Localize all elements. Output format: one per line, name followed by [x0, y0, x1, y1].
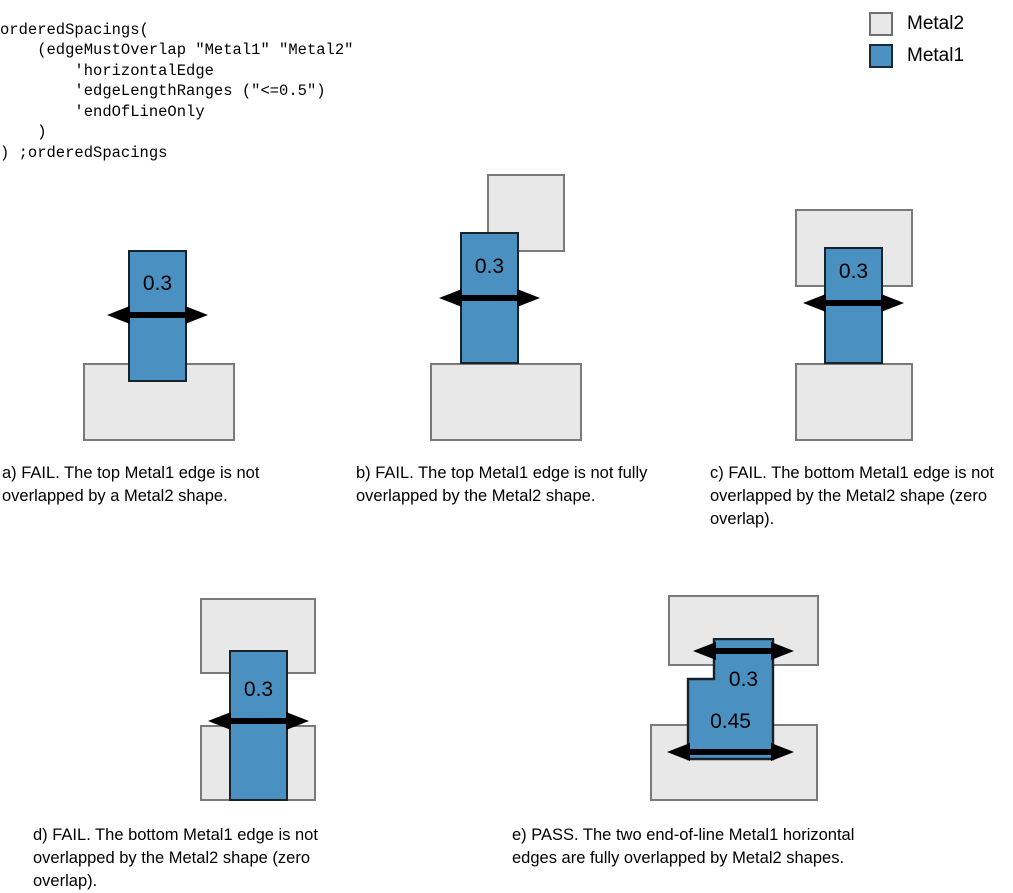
figure-d-dimension-label: 0.3: [243, 678, 274, 701]
figure-c-dimension-label: 0.3: [838, 260, 869, 283]
figure-c-metal2-bottom: [795, 363, 913, 441]
legend-swatch-metal2-icon: [869, 12, 893, 36]
figure-e-dimension-arrow-bottom-icon: [666, 741, 795, 763]
legend: Metal2 Metal1: [869, 8, 964, 72]
figure-e-dimension-label-top: 0.3: [728, 668, 759, 691]
figure-d-caption: d) FAIL. The bottom Metal1 edge is not o…: [33, 826, 318, 890]
legend-swatch-metal1-icon: [869, 44, 893, 68]
code-block: orderedSpacings( (edgeMustOverlap "Metal…: [0, 20, 354, 163]
legend-item-metal2: Metal2: [869, 8, 964, 40]
figure-d-dimension-arrow-icon: [207, 710, 310, 732]
figure-e-caption: e) PASS. The two end-of-line Metal1 hori…: [512, 826, 855, 867]
figure-a-dimension-label: 0.3: [142, 272, 173, 295]
figure-e-dimension-arrow-top-icon: [692, 640, 795, 662]
figure-b-dimension-arrow-icon: [438, 287, 541, 309]
figure-b-caption: b) FAIL. The top Metal1 edge is not full…: [356, 464, 648, 505]
legend-item-metal1: Metal1: [869, 40, 964, 72]
legend-label-metal2: Metal2: [907, 13, 965, 34]
figure-c-caption: c) FAIL. The bottom Metal1 edge is not o…: [710, 464, 995, 528]
figure-e-dimension-label-bottom: 0.45: [710, 710, 751, 733]
figure-a-caption: a) FAIL. The top Metal1 edge is not over…: [2, 464, 260, 505]
legend-label-metal1: Metal1: [907, 45, 965, 66]
figure-a-dimension-arrow-icon: [106, 304, 209, 326]
figure-b-metal2-bottom: [430, 363, 582, 441]
figure-c-dimension-arrow-icon: [802, 292, 905, 314]
figure-b-dimension-label: 0.3: [474, 255, 505, 278]
